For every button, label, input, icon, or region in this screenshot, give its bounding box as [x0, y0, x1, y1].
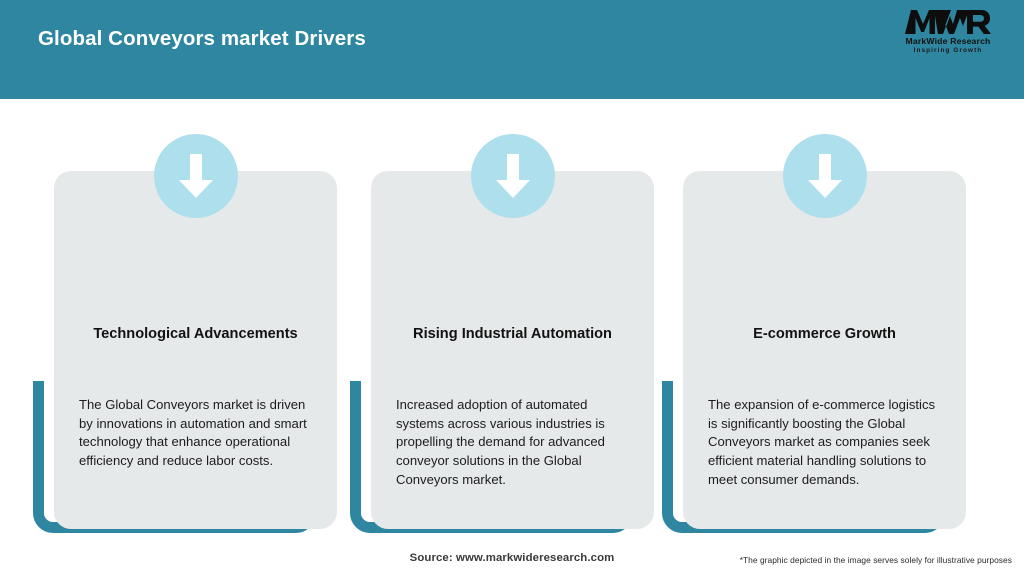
- down-arrow-glyph: [178, 154, 213, 198]
- down-arrow-icon: [782, 134, 867, 218]
- card-title: Technological Advancements: [93, 326, 298, 342]
- card-body-text: Increased adoption of automated systems …: [396, 397, 605, 487]
- header-bar: [0, 0, 1024, 99]
- down-arrow-glyph: [807, 154, 842, 198]
- page-title: Global Conveyors market Drivers: [38, 27, 366, 50]
- driver-card-3: E-commerce Growth The expansion of e-com…: [662, 99, 966, 537]
- card-panel: Technological Advancements The Global Co…: [54, 171, 337, 529]
- logo-tagline: Inspiring Growth: [913, 47, 983, 54]
- mwr-logo-icon: [905, 10, 991, 34]
- card-body-text: The Global Conveyors market is driven by…: [79, 397, 307, 469]
- down-arrow-icon: [470, 134, 555, 218]
- driver-card-1: Technological Advancements The Global Co…: [33, 99, 337, 537]
- down-arrow-icon: [153, 134, 238, 218]
- brand-logo: MarkWide Research Inspiring Growth: [890, 10, 1006, 66]
- card-panel: E-commerce Growth The expansion of e-com…: [683, 171, 966, 529]
- drivers-card-group: Technological Advancements The Global Co…: [0, 99, 1024, 537]
- driver-card-2: Rising Industrial Automation Increased a…: [350, 99, 654, 537]
- card-panel: Rising Industrial Automation Increased a…: [371, 171, 654, 529]
- logo-company-name: MarkWide Research: [905, 36, 991, 46]
- card-title: Rising Industrial Automation: [413, 326, 612, 342]
- source-label: Source: www.markwideresearch.com: [409, 552, 615, 564]
- disclaimer-note: *The graphic depicted in the image serve…: [739, 555, 1012, 565]
- down-arrow-glyph: [495, 154, 530, 198]
- card-body-text: The expansion of e-commerce logistics is…: [708, 397, 936, 487]
- card-title: E-commerce Growth: [753, 326, 896, 342]
